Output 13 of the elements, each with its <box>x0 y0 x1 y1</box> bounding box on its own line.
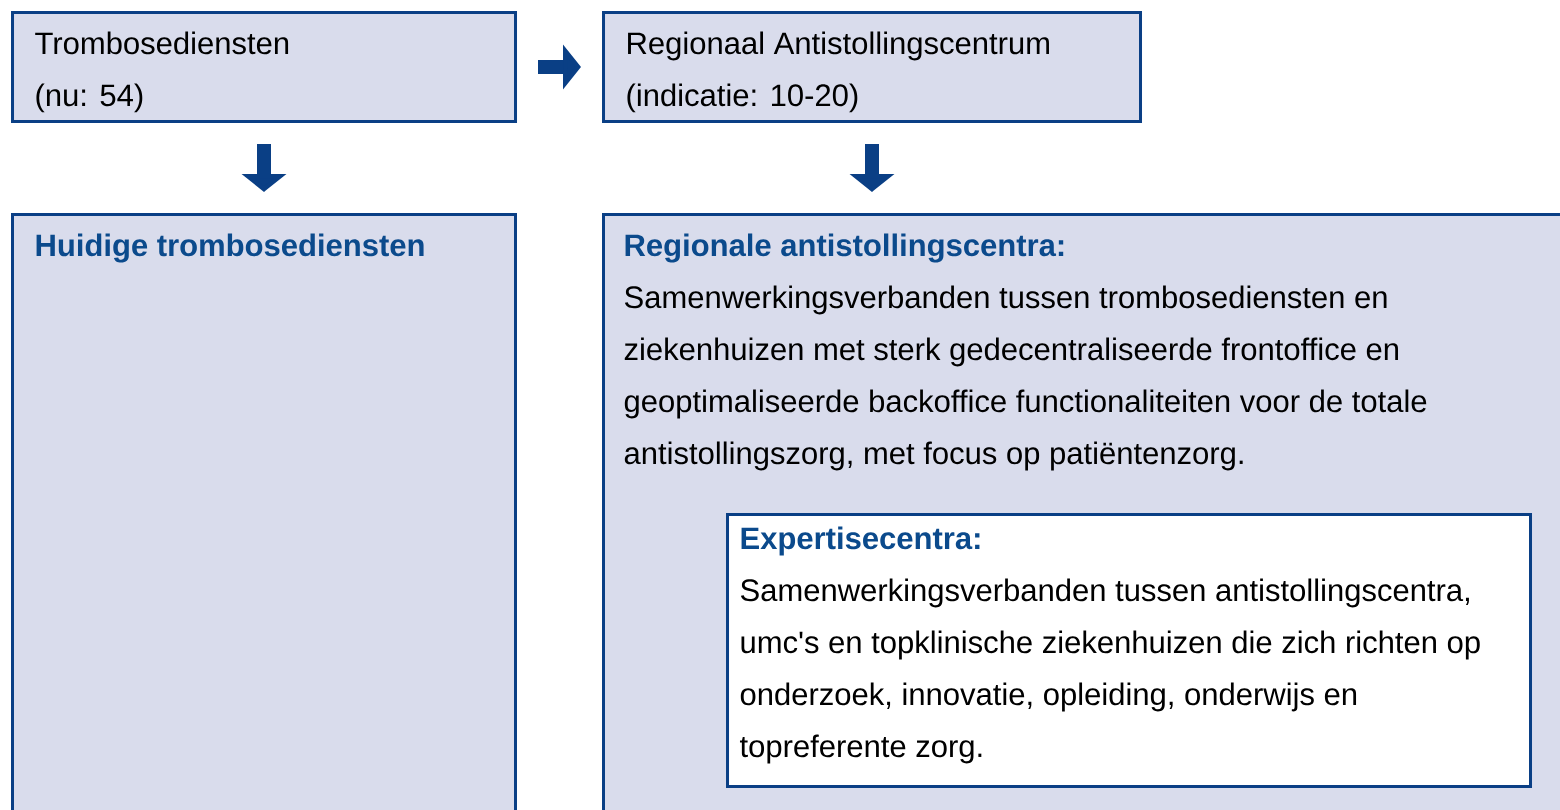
heading: Huidige trombosediensten <box>36 233 424 263</box>
text: (nu: 54) <box>36 83 143 113</box>
text-box <box>726 513 1532 788</box>
heading: Regionale antistollingscentra: <box>625 233 1064 263</box>
text: Samenwerkingsverbanden tussen trombosediensten en ziekenhuizen met sterk gedecentraliseerde frontoffice en geoptimaliseerde backoffice functionaliteiten voor de totale antistollingszorg, met focus op patiëntenzorg. <box>624 285 1427 471</box>
text: Samenwerkingsverbanden tussen antistollingscentra, umc's en topklinische ziekenhuizen die zich richten op onderzoek, innovatie, opleiding, onderwijs en topreferente zorg. <box>740 578 1480 764</box>
text: Regionaal Antistollingscentrum <box>628 31 1049 61</box>
text: Trombosediensten <box>35 31 289 55</box>
process-box <box>602 11 1142 123</box>
text: (indicatie: 10-20) <box>627 83 858 113</box>
panel <box>11 213 517 810</box>
process-box <box>11 11 517 123</box>
heading: Expertisecentra: <box>741 526 980 556</box>
